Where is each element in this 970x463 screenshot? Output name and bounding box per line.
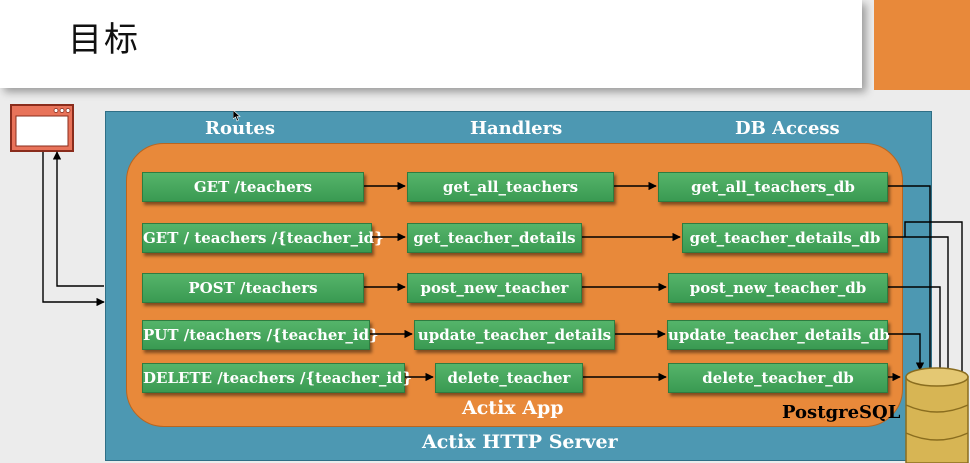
handlers-heading: Handlers: [470, 118, 563, 139]
db-access-heading: DB Access: [735, 118, 840, 139]
route-node: PUT /teachers /{teacher_id}: [142, 320, 379, 350]
mouse-cursor-icon: [233, 110, 241, 122]
route-node: GET / teachers /{teacher_id}: [142, 223, 384, 253]
db-node: get_all_teachers_db: [658, 172, 888, 202]
db-node: post_new_teacher_db: [668, 273, 888, 303]
db-node: get_teacher_details_db: [682, 223, 888, 253]
slide-title: 目标: [68, 20, 140, 60]
route-node: GET /teachers: [142, 172, 364, 202]
handler-node: delete_teacher: [435, 363, 583, 393]
postgresql-label: PostgreSQL: [782, 402, 901, 423]
database-cylinder-icon: [905, 367, 969, 463]
handler-node: update_teacher_details: [414, 320, 615, 350]
routes-heading: Routes: [205, 118, 275, 139]
route-node: DELETE /teachers /{teacher_id}: [142, 363, 412, 393]
db-node: delete_teacher_db: [668, 363, 888, 393]
actix-http-server-label: Actix HTTP Server: [422, 431, 618, 453]
browser-window-icon: [10, 104, 74, 152]
handler-node: get_all_teachers: [407, 172, 614, 202]
actix-app-label: Actix App: [462, 397, 564, 419]
handler-node: post_new_teacher: [407, 273, 582, 303]
handler-node: get_teacher_details: [407, 223, 582, 253]
slide-header: 目标: [0, 0, 862, 88]
db-node: update_teacher_details_db: [667, 320, 890, 350]
corner-decoration: [874, 0, 970, 90]
route-node: POST /teachers: [142, 273, 364, 303]
